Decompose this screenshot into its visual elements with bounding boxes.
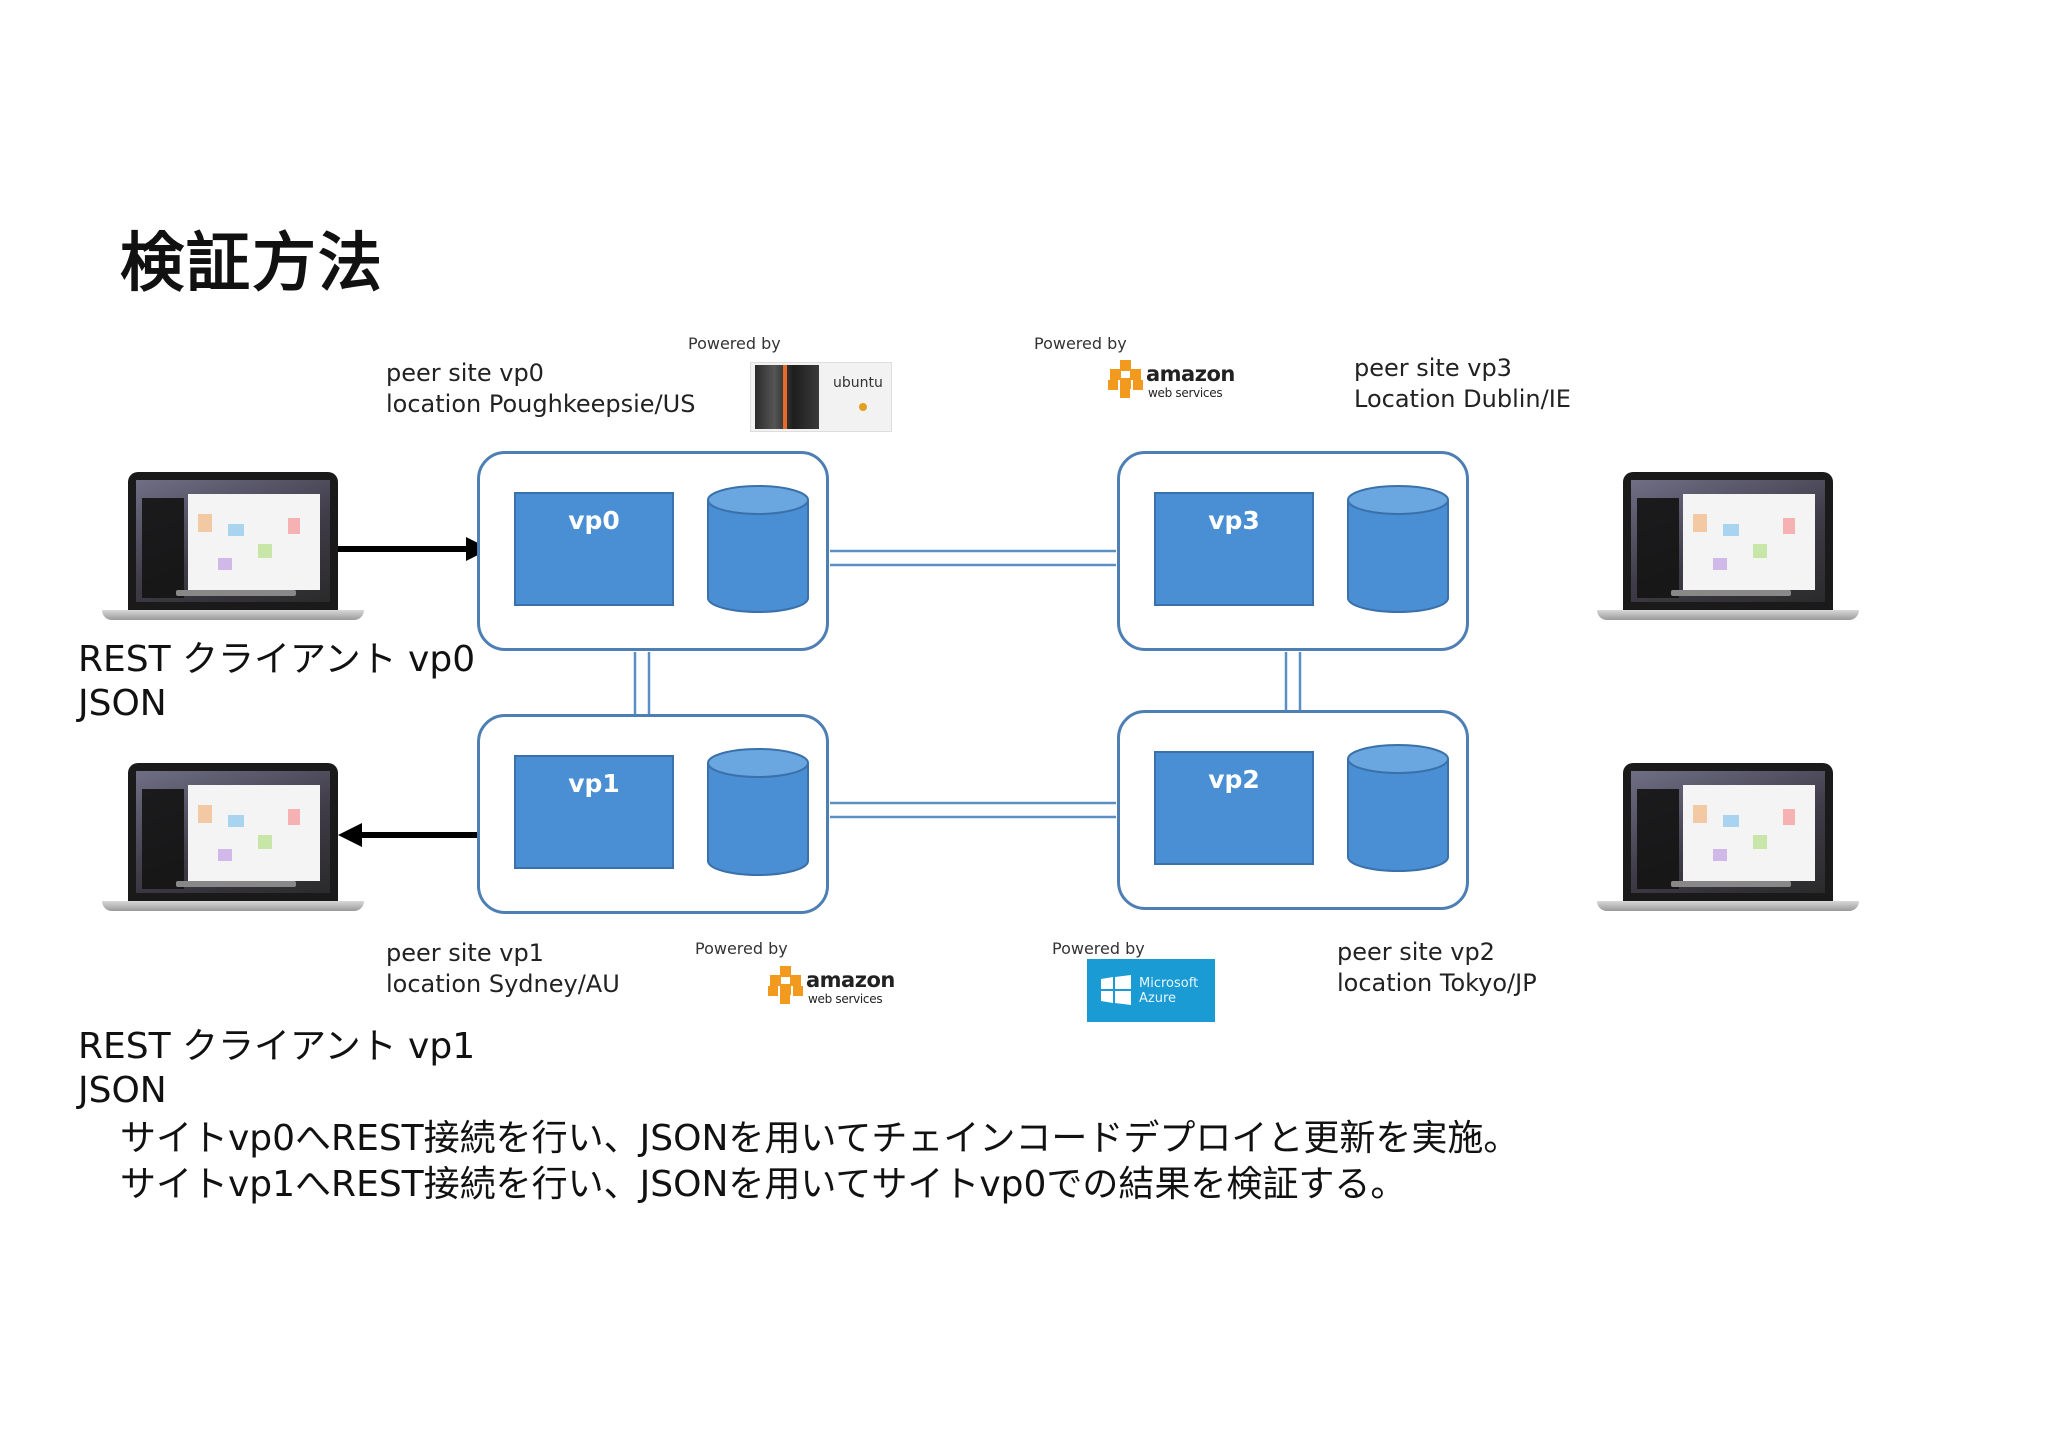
site-label-vp1: peer site vp1 location Sydney/AU: [386, 939, 620, 998]
site-label-vp3: peer site vp3 Location Dublin/IE: [1354, 354, 1571, 413]
aws-logo-sub: web services: [1148, 386, 1223, 400]
site-vp3: vp3: [1117, 451, 1469, 651]
node-vp3[interactable]: vp3: [1154, 492, 1314, 606]
site-vp0: vp0: [477, 451, 829, 651]
node-vp0[interactable]: vp0: [514, 492, 674, 606]
site-label-vp0: peer site vp0 location Poughkeepsie/US: [386, 359, 696, 418]
node-vp2[interactable]: vp2: [1154, 751, 1314, 865]
aws-logo-sub: web services: [808, 992, 883, 1006]
powered-by-vp3: Powered by: [1034, 334, 1127, 353]
powered-by-vp0: Powered by: [688, 334, 781, 353]
ubuntu-logo-text: ubuntu: [833, 375, 883, 391]
azure-logo: Microsoft Azure: [1087, 959, 1215, 1022]
laptop-right-top: [1597, 472, 1859, 622]
aws-logo-name: amazon: [806, 968, 895, 992]
site-vp1: vp1: [477, 714, 829, 914]
site-vp2: vp2: [1117, 710, 1469, 910]
logo-dot-icon: [859, 403, 867, 411]
powered-by-vp1: Powered by: [695, 939, 788, 958]
aws-logo-name: amazon: [1146, 362, 1235, 386]
database-icon: [707, 748, 809, 876]
page-title: 検証方法: [120, 227, 384, 301]
aws-cubes-icon: [768, 966, 803, 1004]
aws-logo-vp3: amazon web services: [1108, 356, 1238, 404]
arrow-head-to-client: [338, 823, 362, 847]
database-icon: [1347, 485, 1449, 613]
client-label-vp0: REST クライアント vp0 JSON: [78, 639, 476, 724]
laptop-client-vp0: [102, 472, 364, 622]
laptop-right-bottom: [1597, 763, 1859, 913]
database-icon: [1347, 744, 1449, 872]
ubuntu-server-icon: [755, 365, 819, 429]
site-label-vp2: peer site vp2 location Tokyo/JP: [1337, 938, 1537, 997]
client-label-vp1: REST クライアント vp1 JSON: [78, 1026, 476, 1111]
ubuntu-logo: ubuntu: [750, 362, 892, 432]
laptop-client-vp1: [102, 763, 364, 913]
aws-cubes-icon: [1108, 360, 1143, 398]
description: サイトvp0へREST接続を行い、JSONを用いてチェインコードデプロイと更新を…: [120, 1118, 1520, 1205]
azure-logo-text: Microsoft Azure: [1139, 976, 1199, 1006]
windows-logo-icon: [1101, 975, 1131, 1005]
node-vp1[interactable]: vp1: [514, 755, 674, 869]
powered-by-vp2: Powered by: [1052, 939, 1145, 958]
database-icon: [707, 485, 809, 613]
aws-logo-vp1: amazon web services: [768, 962, 898, 1010]
